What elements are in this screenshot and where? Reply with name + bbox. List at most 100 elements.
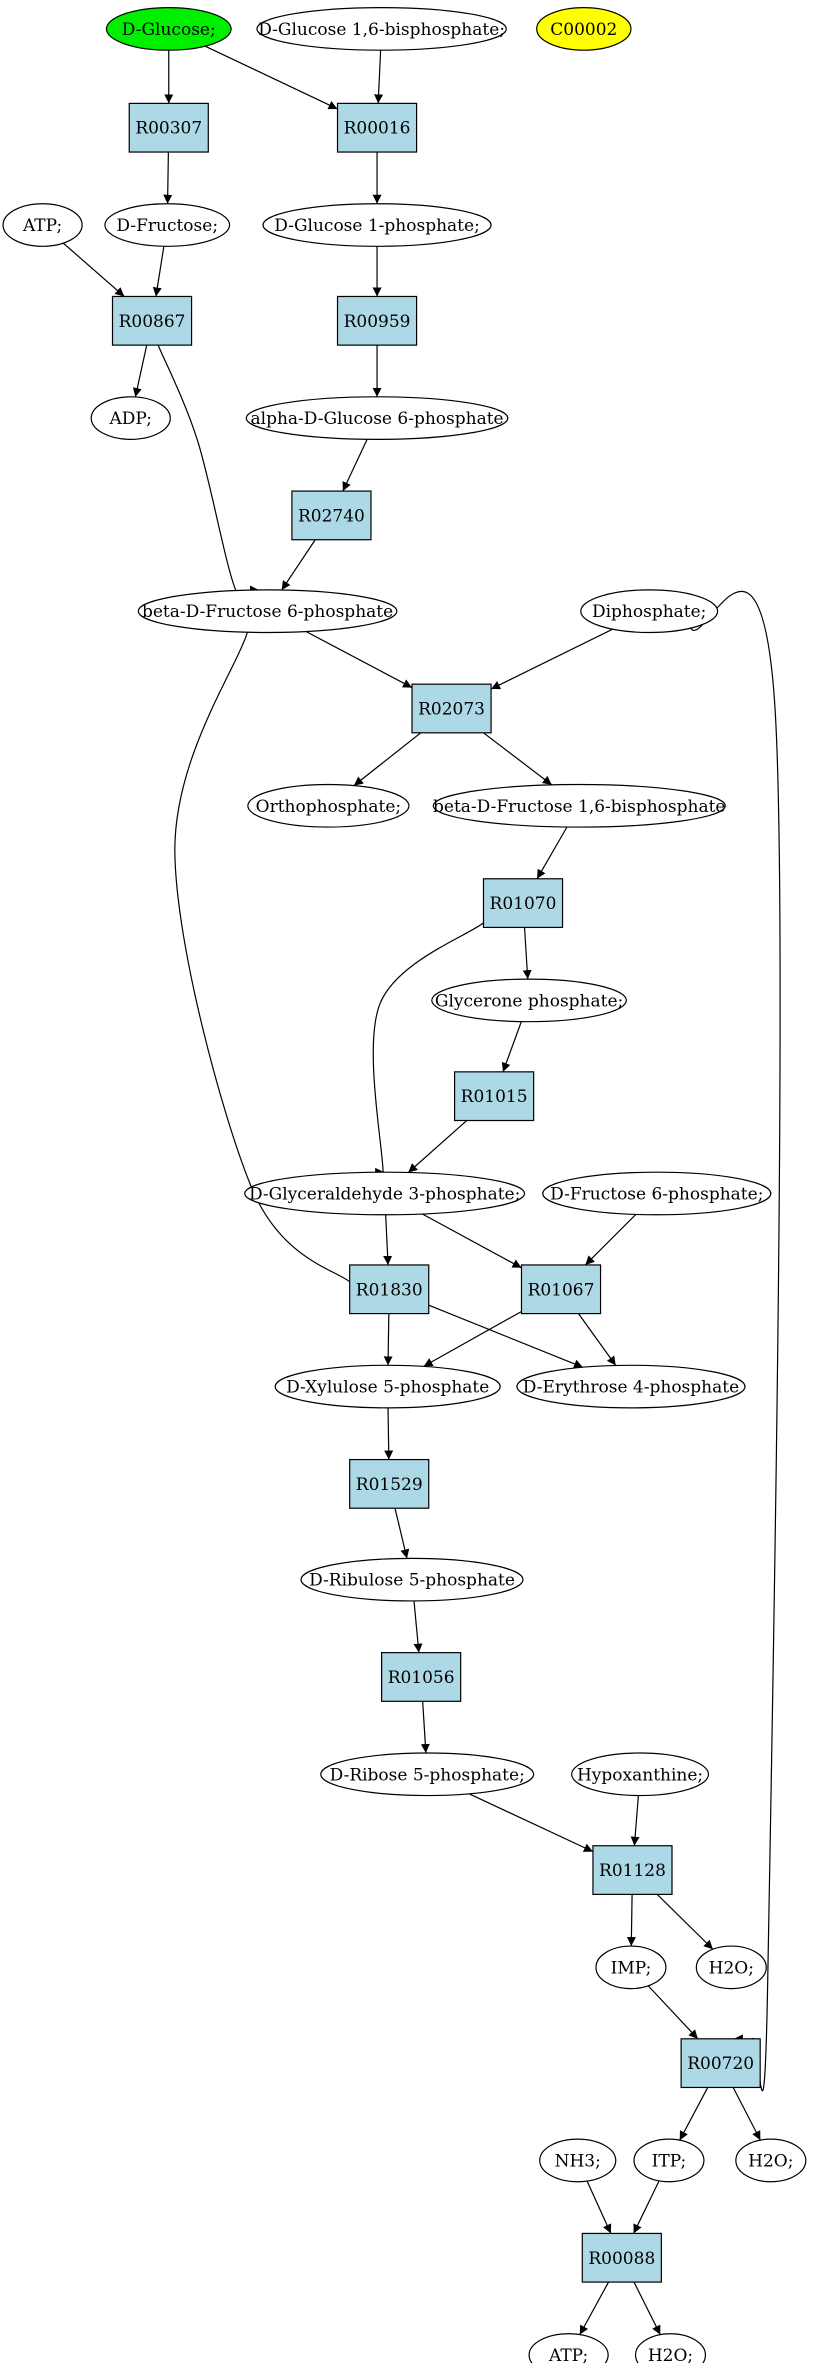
edge-r01067-to-xu5p (423, 1310, 522, 1367)
reaction-box (482, 878, 564, 929)
edge-g3p-to-r01067 (422, 1213, 522, 1269)
compound-ellipse (137, 589, 398, 634)
node-label: D-Glucose 1,6-bisphosphate; (258, 20, 505, 40)
node-label: IMP; (611, 1958, 652, 1978)
edge-r01015-to-g3p (407, 1120, 468, 1173)
edge-r00720-to-itp (679, 2087, 709, 2141)
compound-node-g1p: D-Glucose 1-phosphate; (262, 203, 492, 247)
reaction-box (336, 102, 418, 153)
edge-r00307-to-fru (163, 152, 173, 204)
node-label: ATP; (548, 2346, 588, 2363)
compound-node-fru: D-Fructose; (104, 203, 231, 247)
reaction-node-r01015: R01015 (453, 1071, 535, 1122)
node-label: H2O; (748, 2151, 793, 2171)
edge-r01830-to-xu5p (383, 1313, 393, 1366)
reaction-box (349, 1458, 430, 1509)
compound-ellipse (539, 2138, 617, 2183)
edge-bf6p-to-r02073 (305, 630, 413, 689)
node-label: D-Erythrose 4-phosphate (523, 1378, 739, 1398)
node-label: beta-D-Fructose 1,6-bisphosphate (433, 797, 725, 817)
edge-hyp-to-r01128 (630, 1795, 640, 1846)
node-label: R01128 (599, 1861, 666, 1881)
reaction-node-r00307: R00307 (128, 102, 209, 153)
node-label: R02073 (418, 699, 485, 719)
node-label: R01067 (528, 1280, 595, 1300)
edge-xu5p-to-r01529 (384, 1407, 394, 1460)
reaction-node-r01067: R01067 (520, 1264, 602, 1315)
compound-ellipse (634, 2333, 707, 2363)
edge-glc-to-r00016 (204, 45, 338, 110)
reaction-node-r01128: R01128 (592, 1845, 673, 1895)
compound-node-e4p: D-Erythrose 4-phosphate (516, 1364, 746, 1409)
compound-node-g16bp: D-Glucose 1,6-bisphosphate; (256, 7, 507, 51)
compound-ellipse (516, 1364, 746, 1409)
node-label: D-Ribulose 5-phosphate (309, 1571, 515, 1591)
compound-ellipse (431, 978, 627, 1023)
reaction-node-r01070: R01070 (482, 878, 564, 929)
node-label: R01015 (461, 1087, 528, 1107)
node-label: R01056 (388, 1668, 455, 1688)
reaction-box (592, 1845, 673, 1895)
compound-node-c00002: C00002 (536, 7, 632, 51)
edge-r00720-to-h2o2 (732, 2087, 761, 2141)
reaction-box (453, 1071, 535, 1122)
node-label: H2O; (648, 2346, 693, 2363)
reaction-node-r00720: R00720 (680, 2038, 761, 2089)
reaction-node-r00959: R00959 (336, 295, 418, 346)
compound-ellipse (2, 203, 83, 247)
compound-ellipse (256, 7, 507, 51)
compound-ellipse (528, 2333, 609, 2363)
edge-bf6p-to-r01830 (174, 617, 360, 1286)
reaction-box (381, 1652, 462, 1702)
compound-ellipse (274, 1364, 501, 1409)
node-label: D-Glucose; (122, 20, 216, 40)
reaction-box (581, 2232, 662, 2283)
node-label: D-Fructose; (116, 216, 218, 236)
compound-ellipse (595, 1945, 667, 1990)
edge-bf16bp-to-r01070 (536, 826, 568, 880)
reaction-node-r01056: R01056 (381, 1652, 462, 1702)
node-label: D-Ribose 5-phosphate; (330, 1765, 525, 1785)
edge-r5p-to-r01128 (468, 1793, 594, 1853)
node-label: ATP; (22, 216, 62, 236)
edge-r00088-to-h2o3 (633, 2281, 661, 2335)
compound-node-r5p: D-Ribose 5-phosphate; (320, 1752, 535, 1797)
node-label: D-Glucose 1-phosphate; (274, 216, 480, 236)
reaction-box (291, 490, 372, 541)
compound-node-bf6p: beta-D-Fructose 6-phosphate (137, 589, 398, 634)
edge-r00867-to-bf6p (154, 337, 260, 602)
compound-ellipse (542, 1171, 772, 1216)
node-label: D-Glyceraldehyde 3-phosphate; (249, 1184, 520, 1204)
reaction-box (128, 102, 209, 153)
edge-atp1-to-r00867 (62, 242, 125, 297)
edge-ppi-to-r02073 (490, 628, 613, 690)
edge-r00867-to-adp (132, 344, 148, 398)
compound-ellipse (104, 203, 231, 247)
compound-ellipse (90, 396, 171, 440)
compound-node-xu5p: D-Xylulose 5-phosphate (274, 1364, 501, 1409)
compound-node-atp2: ATP; (528, 2333, 609, 2363)
node-label: beta-D-Fructose 6-phosphate (142, 602, 393, 622)
edge-r01128-to-imp (626, 1894, 636, 1947)
compound-node-bf16bp: beta-D-Fructose 1,6-bisphosphate (432, 783, 726, 828)
compound-ellipse (735, 2138, 807, 2183)
compound-ellipse (300, 1557, 524, 1602)
edge-fru-to-r00867 (152, 246, 165, 297)
edge-r02073-to-pi (353, 732, 422, 787)
edge-itp-to-r00088 (633, 2180, 660, 2234)
compound-node-h2o1: H2O; (695, 1945, 767, 1990)
edge-g3p-to-r01830 (383, 1214, 393, 1265)
edge-r02740-to-bf6p (281, 539, 316, 591)
reaction-node-r02073: R02073 (411, 683, 492, 734)
nodes-layer: D-Glucose; D-Glucose 1,6-bisphosphate; C00… (2, 7, 807, 2363)
reaction-node-r02740: R02740 (291, 490, 372, 541)
edge-g16bp-to-r00016 (374, 50, 384, 104)
edge-glyp-to-r01015 (501, 1021, 522, 1073)
compound-ellipse (633, 2138, 705, 2183)
reaction-box (520, 1264, 602, 1315)
edge-r01830-to-e4p (428, 1304, 584, 1369)
reaction-box (680, 2038, 761, 2089)
compound-ellipse (244, 1171, 526, 1216)
compound-ellipse (432, 783, 726, 828)
compound-node-adp: ADP; (90, 396, 171, 440)
